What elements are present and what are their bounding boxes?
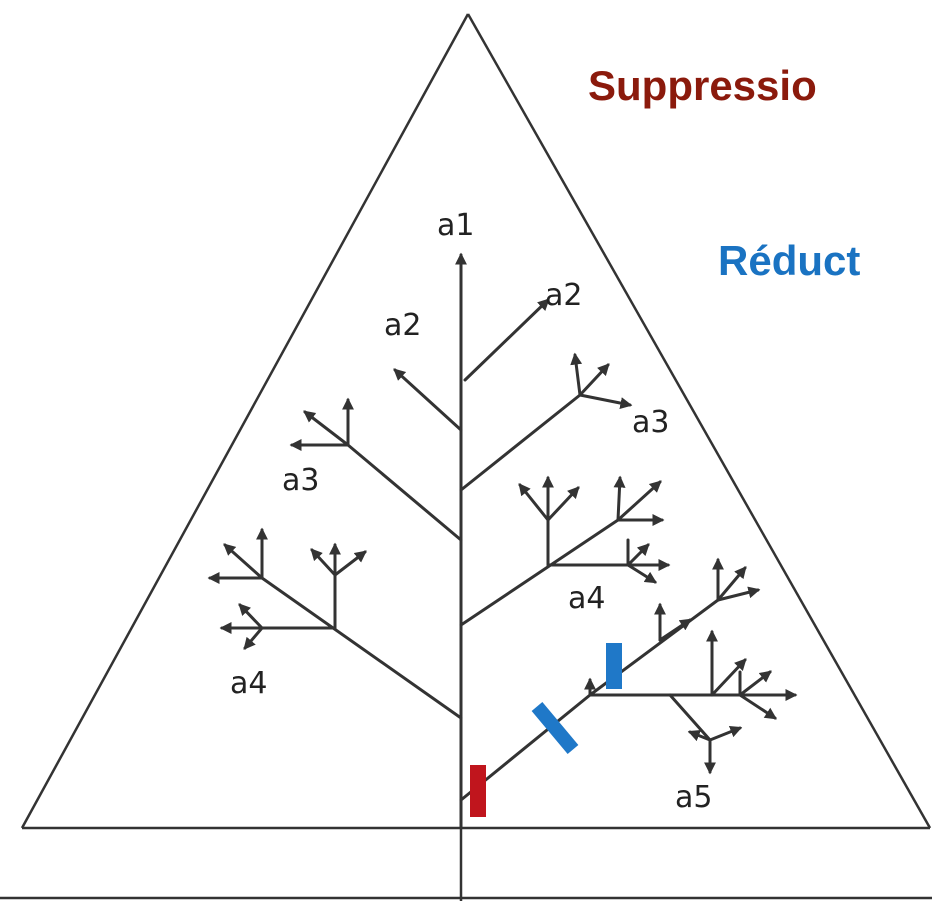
label-a2-left: a2 <box>384 308 421 343</box>
branch-a3-right <box>459 393 582 492</box>
branch-a3-left <box>346 443 463 542</box>
ground-axis <box>0 828 932 901</box>
label-a2-right: a2 <box>545 278 582 313</box>
label-a3-left: a3 <box>282 463 319 498</box>
triangle-outline <box>20 13 932 830</box>
reduction-heading: Réduct <box>718 237 860 284</box>
branch-a2-left <box>393 368 463 432</box>
label-a4-left: a4 <box>230 666 267 701</box>
reduction-cut-marker-1 <box>531 702 579 754</box>
suppression-cut-marker <box>470 765 486 817</box>
branch-a2-right <box>463 298 550 382</box>
reduction-cut-marker-2 <box>606 643 622 689</box>
suppression-heading: Suppressio <box>588 62 817 109</box>
label-a5: a5 <box>675 780 712 815</box>
label-a3-right: a3 <box>632 405 669 440</box>
label-a4-right: a4 <box>568 581 605 616</box>
label-a1: a1 <box>437 208 474 243</box>
branch-a4-left <box>260 576 463 720</box>
branch-a4-right <box>459 518 620 627</box>
tree <box>207 252 798 830</box>
